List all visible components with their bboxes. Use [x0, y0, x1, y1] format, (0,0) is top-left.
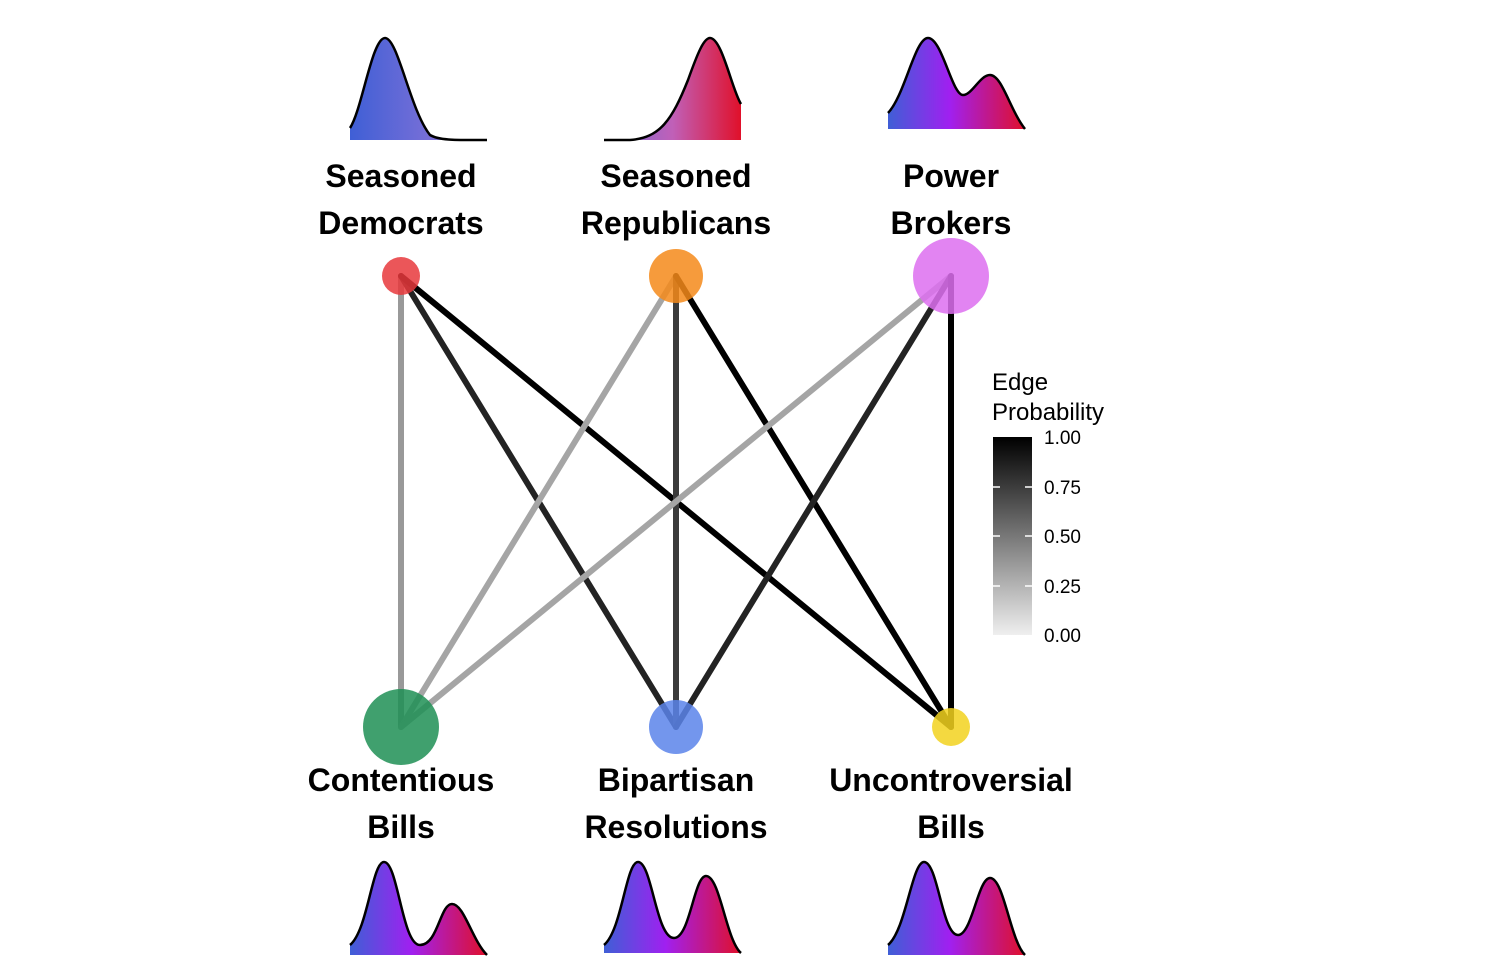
legend-title-line-2: Probability — [992, 399, 1104, 426]
density-curves — [348, 36, 1026, 956]
legend-tick-0-75: 0.75 — [1044, 478, 1081, 499]
edge-probability-legend: Edge Probability 1.00 0.75 0.50 0.25 0.0… — [992, 369, 1104, 647]
node-br[interactable] — [649, 700, 703, 754]
density-contentious-bills — [349, 860, 488, 956]
label-uncontroversial-bills-line-1: Uncontroversial — [829, 762, 1073, 798]
label-bipartisan-resolutions-line-2: Resolutions — [584, 809, 767, 845]
density-uncontroversial-bills — [887, 860, 1026, 956]
label-bipartisan-resolutions-line-1: Bipartisan — [598, 762, 754, 798]
legend-ticks — [993, 486, 1032, 587]
legend-tick-1-00: 1.00 — [1044, 428, 1081, 449]
label-contentious-bills-line-1: Contentious — [308, 762, 495, 798]
label-seasoned-democrats-line-2: Democrats — [318, 205, 483, 241]
legend-tick-0-00: 0.00 — [1044, 626, 1081, 647]
edge-sr-cb — [398, 273, 679, 730]
node-labels: Seasoned Democrats Seasoned Republicans … — [308, 158, 1073, 845]
label-seasoned-republicans-line-2: Republicans — [581, 205, 771, 241]
node-ub[interactable] — [932, 708, 970, 746]
edge-pb-br — [673, 273, 954, 730]
edge-pb-cb — [398, 273, 954, 730]
label-power-brokers-line-1: Power — [903, 158, 999, 194]
node-sr[interactable] — [649, 249, 703, 303]
label-seasoned-democrats-line-1: Seasoned — [325, 158, 476, 194]
density-bipartisan-resolutions — [603, 860, 742, 954]
legend-tick-0-25: 0.25 — [1044, 577, 1081, 598]
node-pb[interactable] — [913, 238, 989, 314]
label-contentious-bills-line-2: Bills — [367, 809, 435, 845]
density-power-brokers — [887, 36, 1026, 130]
nodes-layer — [363, 238, 989, 765]
label-seasoned-republicans-line-1: Seasoned — [600, 158, 751, 194]
label-uncontroversial-bills-line-2: Bills — [917, 809, 985, 845]
edges-layer — [398, 273, 954, 730]
legend-title-line-1: Edge — [992, 369, 1048, 396]
label-power-brokers-line-2: Brokers — [891, 205, 1012, 241]
density-seasoned-democrats — [348, 36, 488, 142]
node-cb[interactable] — [363, 689, 439, 765]
density-seasoned-republicans — [604, 36, 743, 142]
node-sd[interactable] — [382, 257, 420, 295]
legend-tick-0-50: 0.50 — [1044, 527, 1081, 548]
